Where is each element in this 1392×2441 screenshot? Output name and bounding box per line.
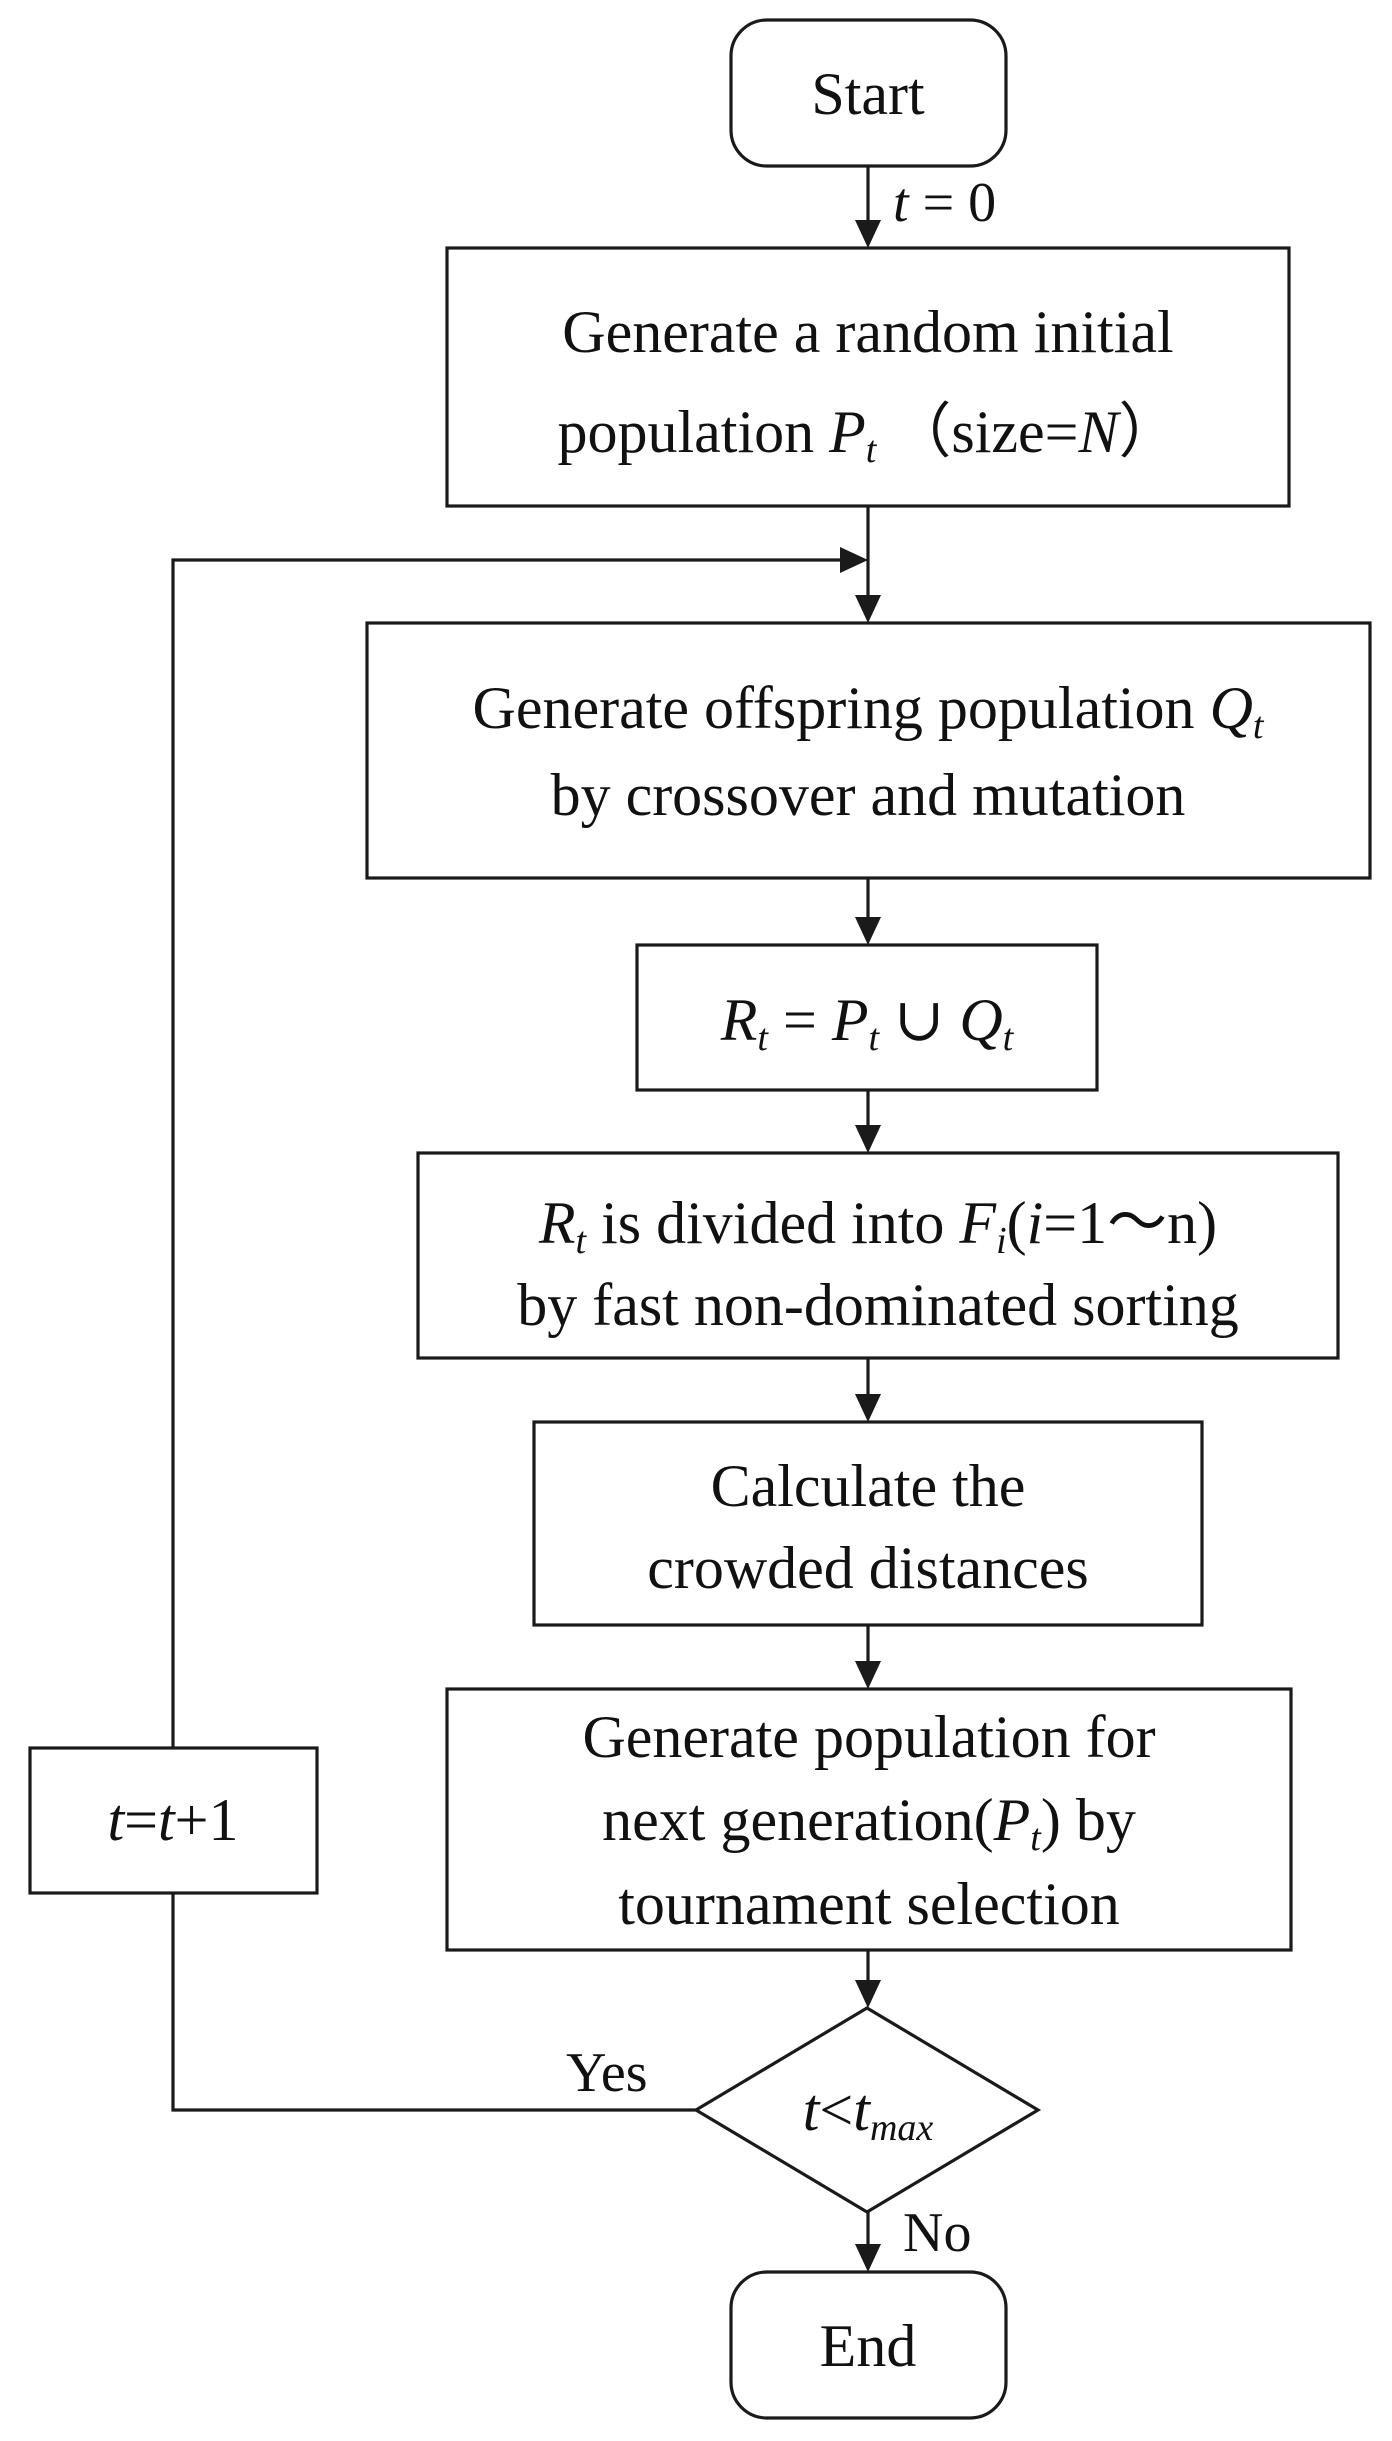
- edge-selection-to-decision: [855, 1950, 881, 2008]
- edge-init-to-offspring: [855, 506, 881, 623]
- offspring-node: Generate offspring population Qt by cros…: [365, 621, 1372, 880]
- edge-decision-to-end: [855, 2212, 881, 2272]
- sorting-line2: by fast non-dominated sorting: [517, 1272, 1239, 1338]
- edge-union-to-sorting: [855, 1090, 881, 1153]
- start-label: Start: [811, 61, 925, 127]
- union-formula: Rt = Pt ∪ Qt: [720, 987, 1015, 1059]
- sorting-line1: Rt is divided into Fi(i=1〜n): [538, 1190, 1217, 1262]
- edge-label-t0: t = 0: [893, 172, 996, 234]
- crowding-line1: Calculate the: [711, 1453, 1026, 1519]
- edge-sorting-to-crowding: [855, 1358, 881, 1422]
- union-node: Rt = Pt ∪ Qt: [635, 943, 1099, 1092]
- edge-start-to-init: [855, 166, 881, 248]
- selection-line1: Generate population for: [582, 1704, 1155, 1770]
- end-node: End: [729, 2270, 1008, 2420]
- selection-line2: next generation(Pt) by: [602, 1787, 1136, 1859]
- edge-label-no: No: [903, 2202, 971, 2264]
- edge-offspring-to-union: [855, 878, 881, 945]
- offspring-line2: by crossover and mutation: [551, 762, 1186, 828]
- decision-condition: t<tmax: [803, 2077, 934, 2149]
- crowding-line2: crowded distances: [647, 1535, 1089, 1601]
- termination-decision: t<tmax: [692, 2006, 1042, 2214]
- init-line1: Generate a random initial: [562, 299, 1173, 365]
- edge-yes-loop: [171, 547, 868, 2112]
- init-population-node: Generate a random initial population Pt …: [445, 246, 1291, 508]
- end-label: End: [820, 2313, 917, 2379]
- selection-line3: tournament selection: [618, 1871, 1120, 1937]
- init-line2: population Pt （size=N）: [557, 399, 1178, 471]
- sorting-node: Rt is divided into Fi(i=1〜n) by fast non…: [416, 1151, 1340, 1360]
- increment-node: t=t+1: [28, 1746, 319, 1895]
- increment-label: t=t+1: [107, 1787, 238, 1853]
- edge-crowding-to-selection: [855, 1625, 881, 1689]
- crowding-node: Calculate the crowded distances: [532, 1420, 1204, 1627]
- start-node: Start: [729, 18, 1008, 168]
- selection-node: Generate population for next generation(…: [445, 1687, 1293, 1952]
- edge-label-yes: Yes: [566, 2042, 647, 2104]
- offspring-line1: Generate offspring population Qt: [473, 675, 1265, 747]
